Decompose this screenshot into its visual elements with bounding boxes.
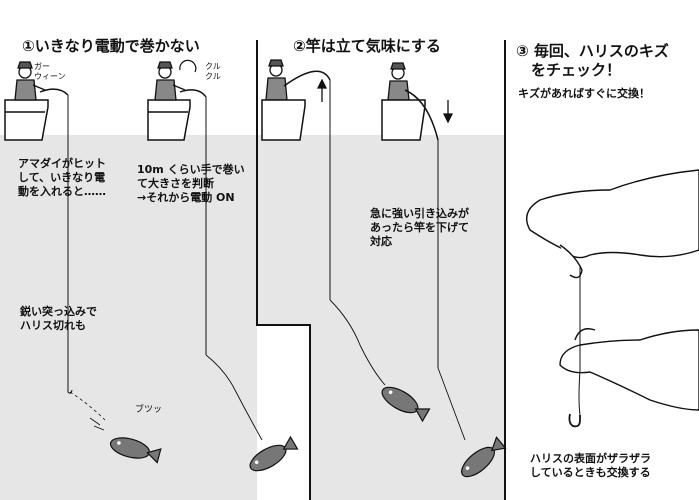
rotate-arrow-icon <box>179 59 197 73</box>
panel2-title: ②竿は立て気味にする <box>293 37 441 55</box>
water-background <box>0 135 505 500</box>
motion-lines <box>89 417 105 431</box>
angler-icon <box>265 59 288 101</box>
boat-icon <box>261 99 306 141</box>
panel2-note: 急に強い引き込みが あったら竿を下げて 対応 <box>370 207 469 248</box>
leader-line-being-checked <box>578 265 581 416</box>
angler-icon <box>387 62 410 101</box>
fishing-rod-right <box>179 89 207 98</box>
leader-line-right <box>205 354 263 441</box>
hook-icon <box>568 413 581 428</box>
bent-rod-down <box>404 89 439 141</box>
bent-rod-up <box>283 70 331 87</box>
fish-icon <box>381 386 431 423</box>
fish-icon <box>461 436 507 478</box>
fish-icon <box>109 437 162 464</box>
panel-dividers <box>256 40 506 500</box>
fishing-rod-left <box>39 88 69 96</box>
boat-icon <box>4 99 49 141</box>
sfx-motor: ガー ウィーン <box>34 62 66 81</box>
panel1-note-break: 鋭い突っ込みで ハリス切れも <box>20 305 97 332</box>
sfx-snap: ブツッ <box>135 405 163 415</box>
arrow-down-icon <box>442 100 454 124</box>
boat-icon <box>381 99 426 141</box>
panel1-title: ①いきなり電動で巻かない <box>22 37 200 55</box>
panel1-note-left: アマダイがヒット して、いきなり電 動を入れると…… <box>18 157 106 198</box>
angler-icon <box>14 61 46 101</box>
leader-panel2-right <box>437 367 466 441</box>
panel3-subtitle: キズがあればすぐに交換！ <box>518 87 650 100</box>
panel3-title: ③ 毎回、ハリスのキズ をチェック！ <box>516 42 669 79</box>
fish-icon <box>249 435 299 472</box>
panel1-note-right: 10m くらい手で巻い て大きさを判断 →それから電動 ON <box>137 163 245 204</box>
hook-icon <box>67 385 73 394</box>
panel3-note: ハリスの表面がザラザラ しているときも交換する <box>530 452 651 479</box>
leader-panel2-left <box>329 299 386 386</box>
sfx-reel: クル クル <box>205 62 221 81</box>
boat-icon <box>147 99 191 141</box>
arrow-up-icon <box>316 78 328 102</box>
angler-icon <box>154 61 186 101</box>
hands-icon <box>526 169 699 411</box>
